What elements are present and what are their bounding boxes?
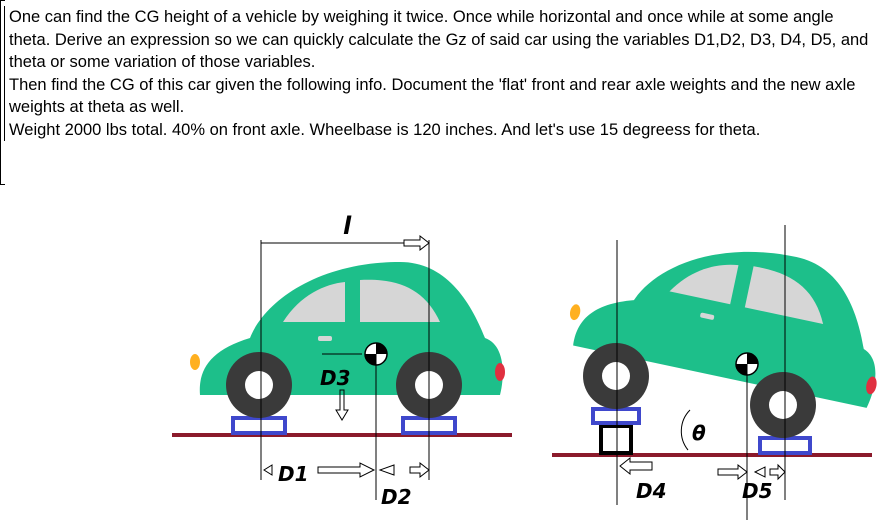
d2-arrows (378, 461, 430, 479)
flat-door-handle (318, 336, 332, 341)
wheelbase-label: l (343, 212, 352, 240)
question-paragraph-2: Then find the CG of this car given the f… (9, 75, 856, 117)
d5-label: D5 (742, 479, 773, 503)
d4-left-arrow (619, 456, 653, 476)
d3-label: D3 (320, 366, 351, 390)
tilted-front-window (669, 264, 739, 305)
theta-arc (680, 409, 691, 451)
tilted-taillight (866, 376, 877, 395)
problem-statement: One can find the CG height of a vehicle … (4, 6, 879, 141)
theta-label: θ (692, 421, 706, 445)
d3-down-arrow (335, 389, 349, 421)
question-paragraph-3: Weight 2000 lbs total. 40% on front axle… (9, 120, 761, 139)
d2-label: D2 (381, 485, 412, 509)
tilted-car-diagram: θ D4 D5 (552, 225, 877, 520)
d1-right-arrow (317, 462, 376, 478)
wheelbase-arrow (403, 234, 430, 252)
flat-rear-window (360, 279, 440, 322)
d4-label: D4 (636, 479, 667, 503)
d1-label: D1 (278, 462, 309, 486)
front-scale-flat (231, 416, 287, 435)
flat-ground-line (172, 433, 512, 437)
tilted-headlight (569, 304, 581, 321)
tilted-front-hub (602, 362, 630, 390)
flat-headlight (190, 354, 200, 370)
text-box-bracket (0, 0, 5, 185)
flat-taillight (495, 363, 505, 381)
tilted-door-handle (700, 312, 715, 320)
flat-car-diagram: l D3 D1 D2 (172, 212, 512, 509)
tilted-rear-window (744, 266, 824, 325)
tilted-ground-line (552, 453, 872, 457)
flat-front-window (283, 282, 345, 322)
d5-arrows (717, 463, 786, 481)
front-scale-tilted (591, 407, 641, 425)
d1-left-arrow (263, 464, 273, 476)
tilted-rear-hub (769, 391, 797, 419)
flat-front-hub (245, 371, 273, 399)
front-support-block (599, 424, 633, 455)
question-paragraph-1: One can find the CG height of a vehicle … (9, 8, 869, 71)
